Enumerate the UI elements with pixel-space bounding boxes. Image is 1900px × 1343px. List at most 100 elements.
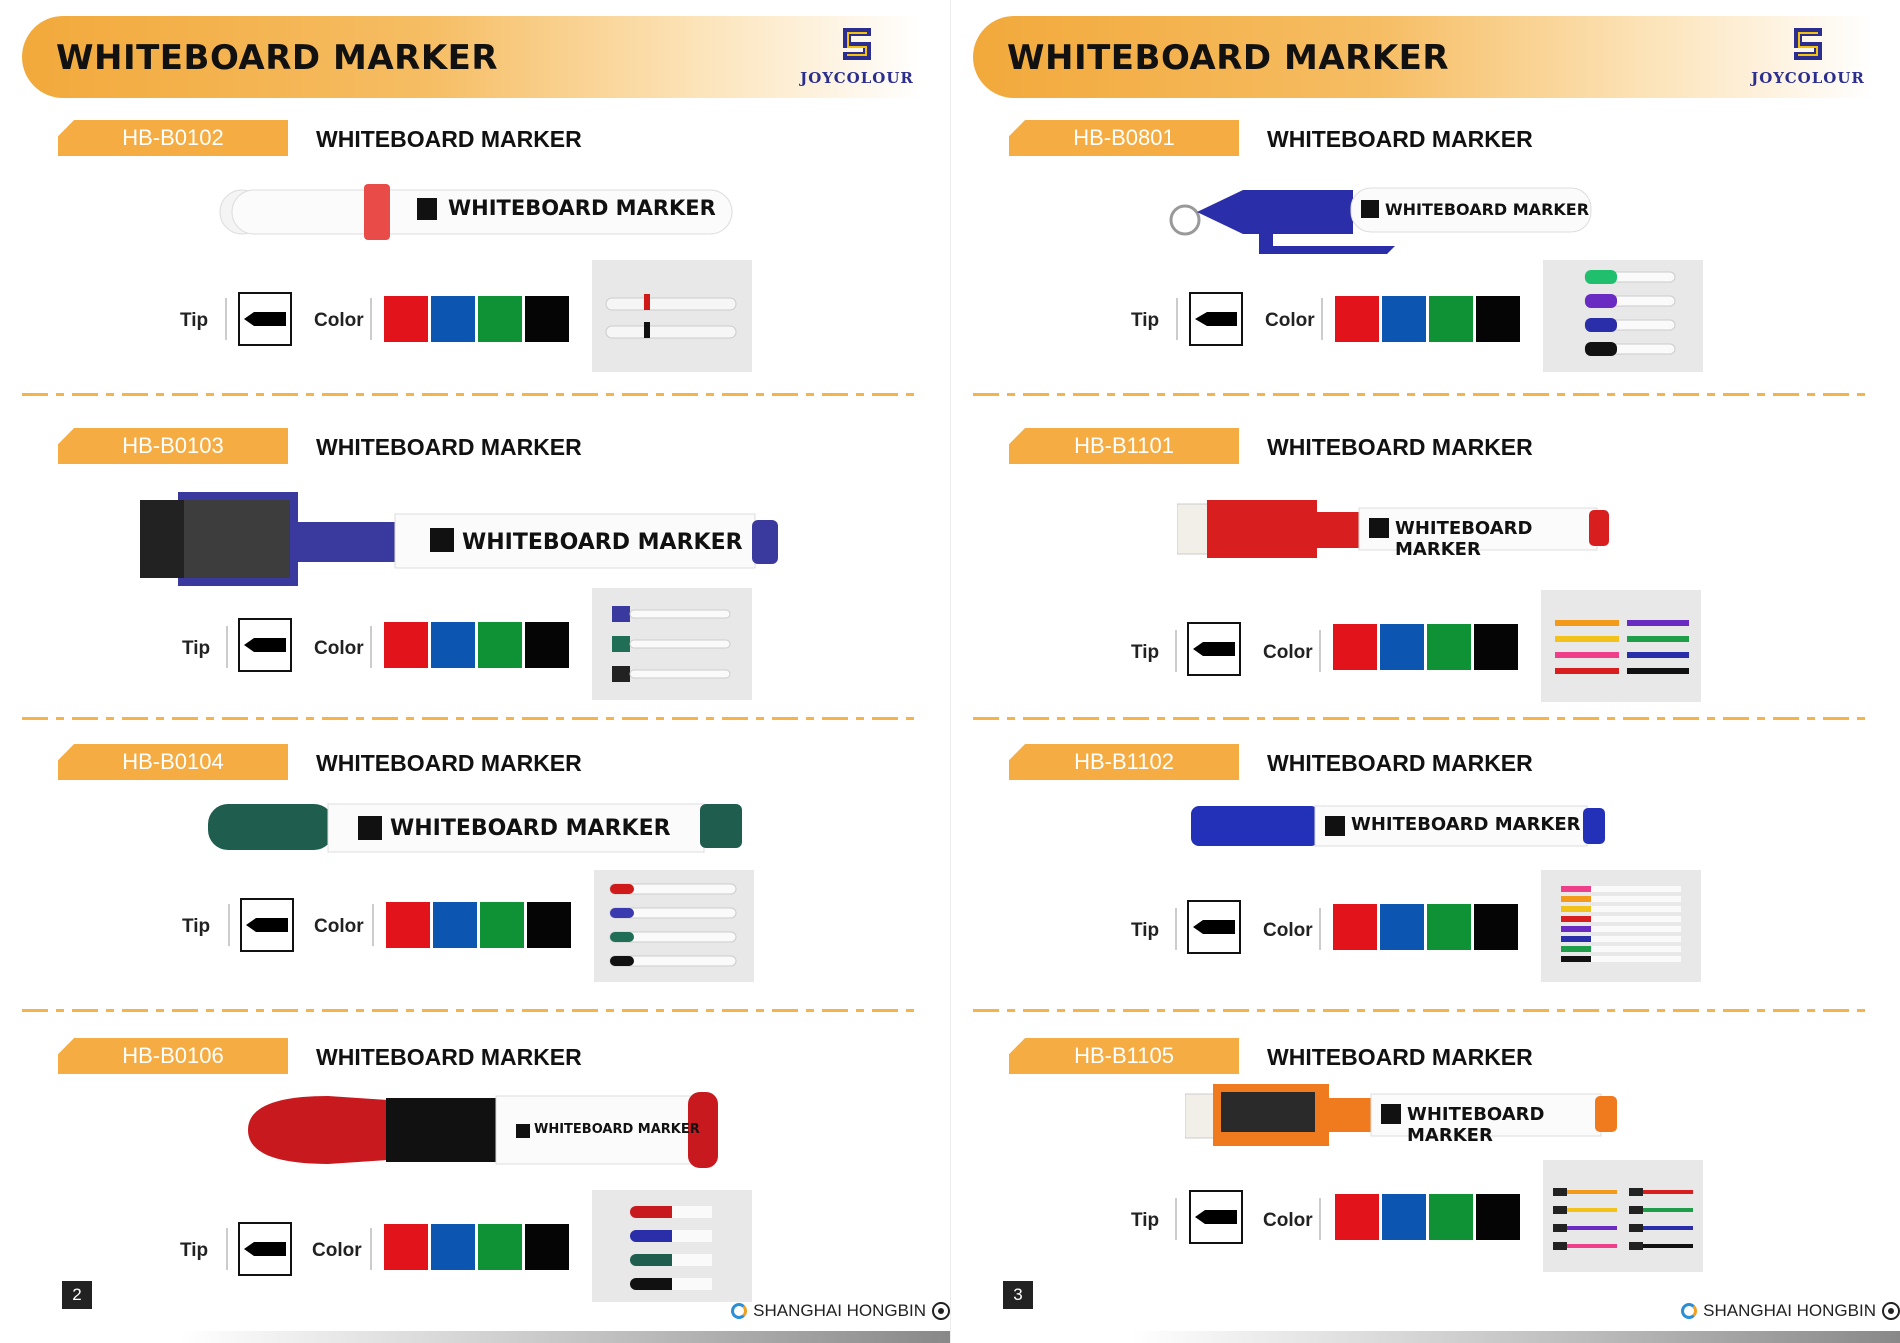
- color-label: Color: [1265, 310, 1315, 331]
- tip-label: Tip: [1131, 642, 1160, 663]
- blue-swatch: [1380, 904, 1424, 950]
- joycolour-logo-icon: [1794, 28, 1822, 60]
- green-swatch: [478, 622, 522, 668]
- tip-label: Tip: [182, 916, 211, 937]
- section-divider: [22, 1009, 922, 1012]
- black-swatch: [1474, 624, 1518, 670]
- product-code: HB-B0102: [122, 125, 224, 150]
- marker-print-label: WHITEBOARD MARKER: [448, 196, 716, 220]
- header-title: WHITEBOARD MARKER: [1007, 38, 1450, 78]
- color-label: Color: [314, 638, 364, 659]
- separator: [370, 1228, 372, 1270]
- hongbin-logo-icon: [1681, 1303, 1698, 1319]
- product-code-tab: HB-B1105: [1009, 1038, 1239, 1074]
- product-code: HB-B0103: [122, 433, 224, 458]
- separator: [1176, 298, 1178, 340]
- tip-shape-box: [238, 292, 292, 346]
- separator: [1319, 1198, 1321, 1240]
- product-code: HB-B1101: [1074, 433, 1174, 458]
- red-swatch: [1335, 1194, 1379, 1240]
- section-divider: [973, 393, 1873, 396]
- separator: [225, 298, 227, 340]
- tip-label: Tip: [1131, 310, 1160, 331]
- blue-swatch: [1382, 1194, 1426, 1240]
- marker-print-label: WHITEBOARD MARKER: [534, 1122, 700, 1137]
- color-swatches: [1333, 904, 1518, 950]
- product-photo: [594, 870, 754, 982]
- product-photo: [1543, 260, 1703, 372]
- section-divider: [22, 393, 922, 396]
- chisel-tip-icon: [244, 312, 286, 326]
- red-swatch: [1333, 904, 1377, 950]
- chisel-tip-icon: [246, 918, 288, 932]
- separator: [1321, 298, 1323, 340]
- section-divider: [22, 717, 922, 720]
- color-swatches: [384, 1224, 569, 1270]
- black-swatch: [1474, 904, 1518, 950]
- black-swatch: [527, 902, 571, 948]
- blue-swatch: [431, 622, 475, 668]
- color-swatches: [1335, 1194, 1520, 1240]
- product-code-tab: HB-B1101: [1009, 428, 1239, 464]
- joycolour-logo-icon: [843, 28, 871, 60]
- bottom-bar: [180, 1331, 950, 1343]
- color-label: Color: [312, 1240, 362, 1261]
- bullet-tip-icon: [1195, 312, 1237, 326]
- page-number: 2: [62, 1281, 92, 1309]
- section-divider: [973, 1009, 1873, 1012]
- separator: [1175, 630, 1177, 672]
- product-photo: [1541, 870, 1701, 982]
- separator: [370, 298, 372, 340]
- product-photo: [592, 1190, 752, 1302]
- product-code: HB-B1105: [1074, 1043, 1174, 1068]
- separator: [228, 904, 230, 946]
- color-label: Color: [1263, 920, 1313, 941]
- marker-image: WHITEBOARD MARKER: [1191, 802, 1611, 850]
- product-code-tab: HB-B0106: [58, 1038, 288, 1074]
- green-swatch: [478, 296, 522, 342]
- tip-label: Tip: [182, 638, 211, 659]
- tip-label: Tip: [180, 310, 209, 331]
- product-photo: [592, 588, 752, 700]
- color-label: Color: [314, 916, 364, 937]
- chisel-tip-icon: [244, 1242, 286, 1256]
- red-swatch: [1335, 296, 1379, 342]
- marker-print-label: WHITEBOARD MARKER: [1351, 814, 1581, 835]
- red-swatch: [386, 902, 430, 948]
- chisel-tip-icon: [1193, 920, 1235, 934]
- tip-label: Tip: [180, 1240, 209, 1261]
- page-footer: SHANGHAI HONGBIN: [731, 1301, 950, 1321]
- marker-image: WHITEBOARD MARKER: [1163, 176, 1603, 260]
- black-swatch: [1476, 296, 1520, 342]
- green-swatch: [480, 902, 524, 948]
- marker-print-label: WHITEBOARD MARKER: [1395, 518, 1533, 560]
- blue-swatch: [433, 902, 477, 948]
- green-swatch: [1427, 624, 1471, 670]
- tip-shape-box: [238, 1222, 292, 1276]
- product-code: HB-B0801: [1073, 125, 1175, 150]
- section-title: WHITEBOARD MARKER: [1267, 126, 1533, 152]
- marker-image: WHITEBOARD MARKER: [140, 492, 790, 592]
- marker-image: WHITEBOARD MARKER: [238, 1088, 728, 1172]
- tip-label: Tip: [1131, 1210, 1160, 1231]
- section-title: WHITEBOARD MARKER: [316, 126, 582, 152]
- blue-swatch: [431, 296, 475, 342]
- marker-image: WHITEBOARD MARKER: [1177, 498, 1617, 562]
- product-code: HB-B1102: [1074, 749, 1174, 774]
- color-label: Color: [1263, 1210, 1313, 1231]
- section-divider: [973, 717, 1873, 720]
- black-swatch: [525, 1224, 569, 1270]
- product-code-tab: HB-B0104: [58, 744, 288, 780]
- tip-shape-box: [1189, 292, 1243, 346]
- color-swatches: [1335, 296, 1520, 342]
- blue-swatch: [1382, 296, 1426, 342]
- tip-shape-box: [240, 898, 294, 952]
- product-photo: [1543, 1160, 1703, 1272]
- logo-text: JOYCOLOUR: [800, 69, 914, 87]
- separator: [1319, 630, 1321, 672]
- green-swatch: [1429, 296, 1473, 342]
- separator: [1175, 1198, 1177, 1240]
- marker-image: WHITEBOARD MARKER: [212, 176, 752, 248]
- blue-swatch: [431, 1224, 475, 1270]
- brand-logo: JOYCOLOUR: [792, 26, 922, 90]
